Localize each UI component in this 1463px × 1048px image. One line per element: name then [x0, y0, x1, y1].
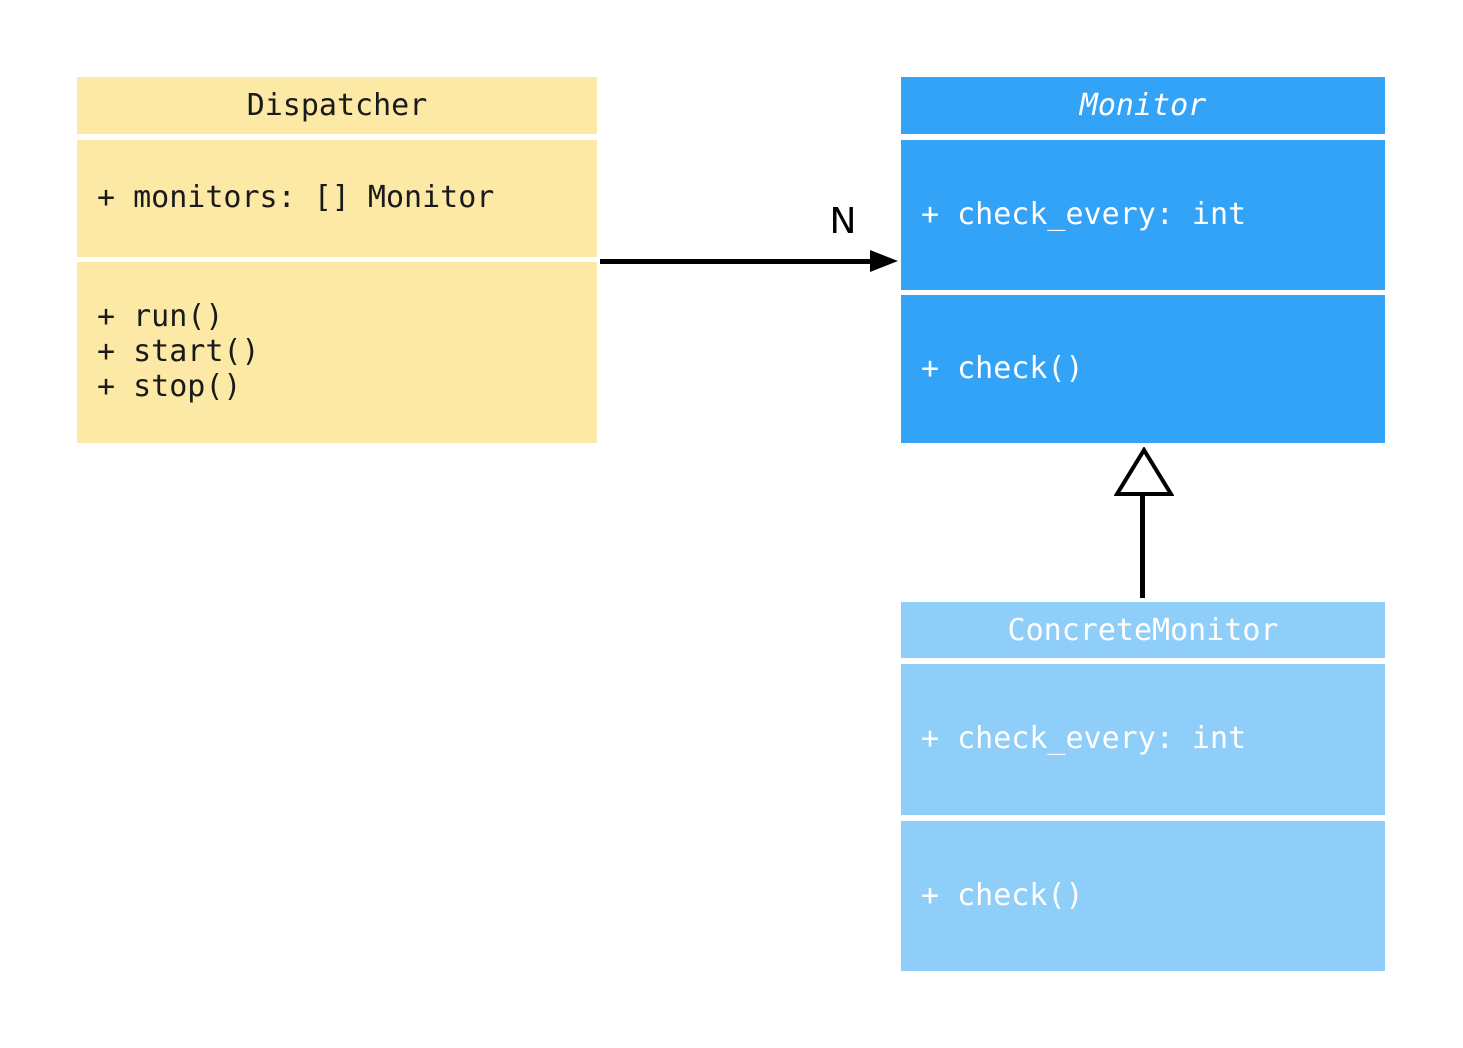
class-method: + stop()	[97, 368, 242, 404]
class-methods-compartment: + check()	[901, 295, 1385, 443]
class-attributes-compartment: + check_every: int	[901, 664, 1385, 815]
class-methods-compartment: + check()	[901, 821, 1385, 971]
hollow-triangle-icon	[1113, 446, 1175, 497]
class-method: + start()	[97, 334, 260, 370]
class-title-compartment: Monitor	[901, 77, 1385, 134]
class-attribute: + check_every: int	[921, 196, 1247, 232]
class-title-compartment: Dispatcher	[77, 77, 597, 134]
class-name: Monitor	[1079, 88, 1207, 123]
class-box-concrete-monitor: ConcreteMonitor + check_every: int + che…	[901, 602, 1385, 971]
class-title-compartment: ConcreteMonitor	[901, 602, 1385, 658]
class-attribute: + check_every: int	[921, 721, 1247, 757]
class-name: ConcreteMonitor	[1007, 612, 1279, 648]
association-line	[600, 259, 872, 264]
class-attribute: + monitors: [] Monitor	[97, 180, 495, 216]
class-box-monitor: Monitor + check_every: int + check()	[901, 77, 1385, 443]
class-attributes-compartment: + monitors: [] Monitor	[77, 140, 597, 257]
class-method: + check()	[921, 877, 1084, 913]
class-box-dispatcher: Dispatcher + monitors: [] Monitor + run(…	[77, 77, 597, 443]
association-multiplicity-label: N	[829, 201, 857, 242]
class-method: + check()	[921, 350, 1084, 386]
class-name: Dispatcher	[246, 88, 428, 123]
inheritance-line	[1140, 491, 1145, 598]
class-method: + run()	[97, 299, 224, 335]
class-methods-compartment: + run() + start() + stop()	[77, 262, 597, 443]
class-attributes-compartment: + check_every: int	[901, 140, 1385, 290]
filled-arrowhead-icon	[870, 250, 898, 272]
